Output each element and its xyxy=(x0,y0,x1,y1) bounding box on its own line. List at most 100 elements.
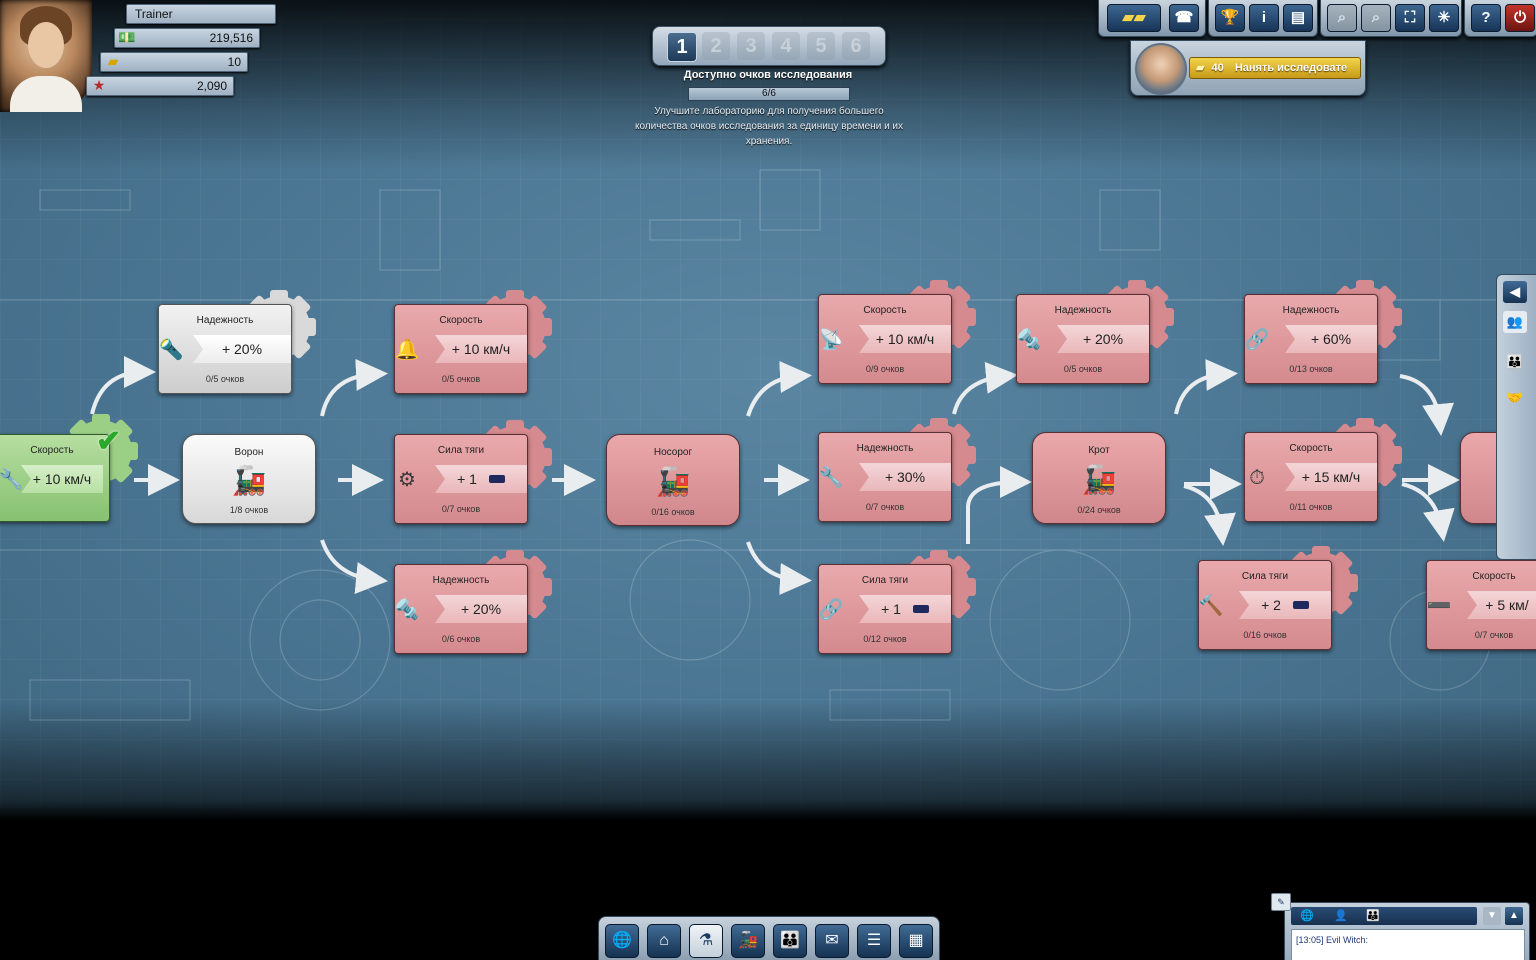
calculator-icon[interactable]: ▦ xyxy=(899,924,933,958)
research-node-traction-3[interactable]: Сила тяги 🔨 + 2 0/16 очков xyxy=(1198,560,1332,650)
staff-icon[interactable]: 👪 xyxy=(1506,354,1524,369)
node-points: 0/24 очков xyxy=(1077,505,1121,515)
node-points: 0/5 очков xyxy=(205,374,245,384)
node-value-text: + 1 xyxy=(881,601,901,617)
world-map-icon[interactable]: 🌐 xyxy=(605,924,639,958)
node-title: Надежность xyxy=(1282,305,1340,316)
research-slot-3[interactable]: 3 xyxy=(737,32,765,60)
support-icon[interactable]: ☎ xyxy=(1169,4,1199,32)
depot-icon[interactable]: ⌂ xyxy=(647,924,681,958)
fullscreen-icon[interactable]: ⛶ xyxy=(1395,4,1425,32)
research-node-traction-1[interactable]: Сила тяги ⚙ + 1 0/7 очков xyxy=(394,434,528,524)
info-icon[interactable]: i xyxy=(1249,4,1279,32)
laboratory-icon[interactable]: ⚗ xyxy=(689,924,723,958)
player-avatar[interactable] xyxy=(0,0,92,112)
handshake-icon[interactable]: 🤝 xyxy=(1506,390,1524,405)
player-name-bar: Trainer xyxy=(126,4,276,24)
private-chat-icon[interactable]: 👤 xyxy=(1334,910,1348,922)
hire-label: Нанять исследовате xyxy=(1234,62,1348,74)
research-points-bar: 6/6 xyxy=(688,87,850,101)
rod-part-icon: ➖ xyxy=(1426,595,1452,617)
research-node-reliability-3[interactable]: Надежность 🔧 + 30% 0/7 очков xyxy=(818,432,952,522)
research-node-speed-3[interactable]: Скорость ⏱ + 15 км/ч 0/11 очков xyxy=(1244,432,1378,522)
engine-part-icon: 🔩 xyxy=(1016,329,1042,351)
train-icon[interactable]: 🚂 xyxy=(731,924,765,958)
research-node-speed-2[interactable]: Скорость 📡 + 10 км/ч 0/9 очков xyxy=(818,294,952,384)
prestige-icon: ★ xyxy=(92,77,106,93)
locomotive-node-voron[interactable]: Ворон 🚂 1/8 очков xyxy=(182,434,316,524)
torch-part-icon: 🔦 xyxy=(158,339,184,361)
research-slot-2[interactable]: 2 xyxy=(702,32,730,60)
research-slot-6[interactable]: 6 xyxy=(842,32,870,60)
research-node-speed-1[interactable]: Скорость 🔔 + 10 км/ч 0/5 очков xyxy=(394,304,528,394)
gold-value: 10 xyxy=(227,55,241,69)
gauge-part-icon: ⏱ xyxy=(1249,467,1265,489)
research-node-reliability-5[interactable]: Надежность 🔗 + 60% 0/13 очков xyxy=(1244,294,1378,384)
research-node-speed-done[interactable]: Скорость 🔧 + 10 км/ч xyxy=(0,434,110,522)
research-slot-4[interactable]: 4 xyxy=(772,32,800,60)
avatar-dress xyxy=(10,76,82,112)
chat-scroll-up-icon[interactable]: ▲ xyxy=(1505,907,1523,925)
wagon-icon xyxy=(488,475,505,484)
node-points: 0/7 очков xyxy=(865,502,905,512)
bell-part-icon: 🔔 xyxy=(394,339,420,361)
collapse-arrow-icon[interactable]: ◀ xyxy=(1503,281,1527,303)
node-points: 0/6 очков xyxy=(441,634,481,644)
power-icon[interactable]: ⏻ xyxy=(1505,4,1535,32)
money-bar: 💵 219,516 xyxy=(114,28,260,48)
node-points: 0/16 очков xyxy=(1243,630,1287,640)
node-value: + 2 xyxy=(1239,591,1331,619)
coupling-part-icon: 🔗 xyxy=(818,599,844,621)
help-icon[interactable]: ? xyxy=(1471,4,1501,32)
group-chat-icon[interactable]: 👪 xyxy=(1366,910,1380,922)
node-title: Скорость xyxy=(439,315,483,326)
chat-panel: ✎ 🌐 👤 👪 ▼ ▲ [13:05] Evil Witch: xyxy=(1271,893,1530,960)
research-node-traction-2[interactable]: Сила тяги 🔗 + 1 0/12 очков xyxy=(818,564,952,654)
locomotive-node-nosorog[interactable]: Носорог 🚂 0/16 очков xyxy=(606,434,740,526)
ranking-list-icon[interactable]: ☰ xyxy=(857,924,891,958)
player-name: Trainer xyxy=(135,7,173,21)
players-icon[interactable]: 👥 xyxy=(1503,311,1527,333)
money-value: 219,516 xyxy=(209,31,253,45)
mail-icon[interactable]: ✉ xyxy=(815,924,849,958)
research-slot-1[interactable]: 1 xyxy=(667,32,697,62)
node-value-text: + 1 xyxy=(457,471,477,487)
zoom-in-icon[interactable]: ⌕ xyxy=(1327,4,1357,32)
checkmark-icon: ✔ xyxy=(96,425,122,458)
node-title: Надежность xyxy=(856,443,914,454)
node-title: Надежность xyxy=(1054,305,1112,316)
newspaper-icon[interactable]: ▤ xyxy=(1283,4,1313,32)
toolbar-group-system: ? ⏻ xyxy=(1464,0,1536,37)
research-points-title: Доступно очков исследования xyxy=(683,69,853,81)
zoom-out-icon[interactable]: ⌕ xyxy=(1361,4,1391,32)
research-node-speed-4[interactable]: Скорость ➖ + 5 км/ 0/7 очков xyxy=(1426,560,1536,650)
research-hint: Улучшите лабораторию для получения больш… xyxy=(634,106,904,147)
globe-chat-icon[interactable]: 🌐 xyxy=(1300,910,1314,922)
chat-scroll-down-icon[interactable]: ▼ xyxy=(1483,907,1501,925)
chat-toggle-icon[interactable]: ✎ xyxy=(1271,893,1291,911)
node-points: 0/13 очков xyxy=(1289,364,1333,374)
money-icon: 💵 xyxy=(118,29,136,45)
node-value: + 15 км/ч xyxy=(1285,463,1377,491)
settings-icon[interactable]: ✳ xyxy=(1429,4,1459,32)
node-title: Скорость xyxy=(1289,443,1333,454)
node-title: Носорог xyxy=(653,447,693,458)
staff-icon[interactable]: 👪 xyxy=(773,924,807,958)
hire-researcher-button[interactable]: ▰ 40 Нанять исследовате xyxy=(1189,57,1361,79)
researcher-avatar xyxy=(1135,43,1187,95)
research-node-reliability-1[interactable]: Надежность 🔦 + 20% 0/5 очков xyxy=(158,304,292,394)
locomotive-node-krot[interactable]: Крот 🚂 0/24 очков xyxy=(1032,432,1166,524)
node-title: Сила тяги xyxy=(861,575,909,586)
gold-bars-icon[interactable]: ▰▰ xyxy=(1107,4,1161,32)
wagon-icon xyxy=(912,605,929,614)
research-slot-5[interactable]: 5 xyxy=(807,32,835,60)
trophy-icon[interactable]: 🏆 xyxy=(1215,4,1245,32)
node-points: 0/9 очков xyxy=(865,364,905,374)
research-slots: 1 2 3 4 5 6 xyxy=(652,26,886,66)
node-points: 0/16 очков xyxy=(651,507,695,517)
research-node-reliability-4[interactable]: Надежность 🔩 + 20% 0/5 очков xyxy=(1016,294,1150,384)
research-node-reliability-2[interactable]: Надежность 🔩 + 20% 0/6 очков xyxy=(394,564,528,654)
locomotive-icon: 🚂 xyxy=(231,465,267,496)
node-value: + 10 км/ч xyxy=(435,335,527,363)
